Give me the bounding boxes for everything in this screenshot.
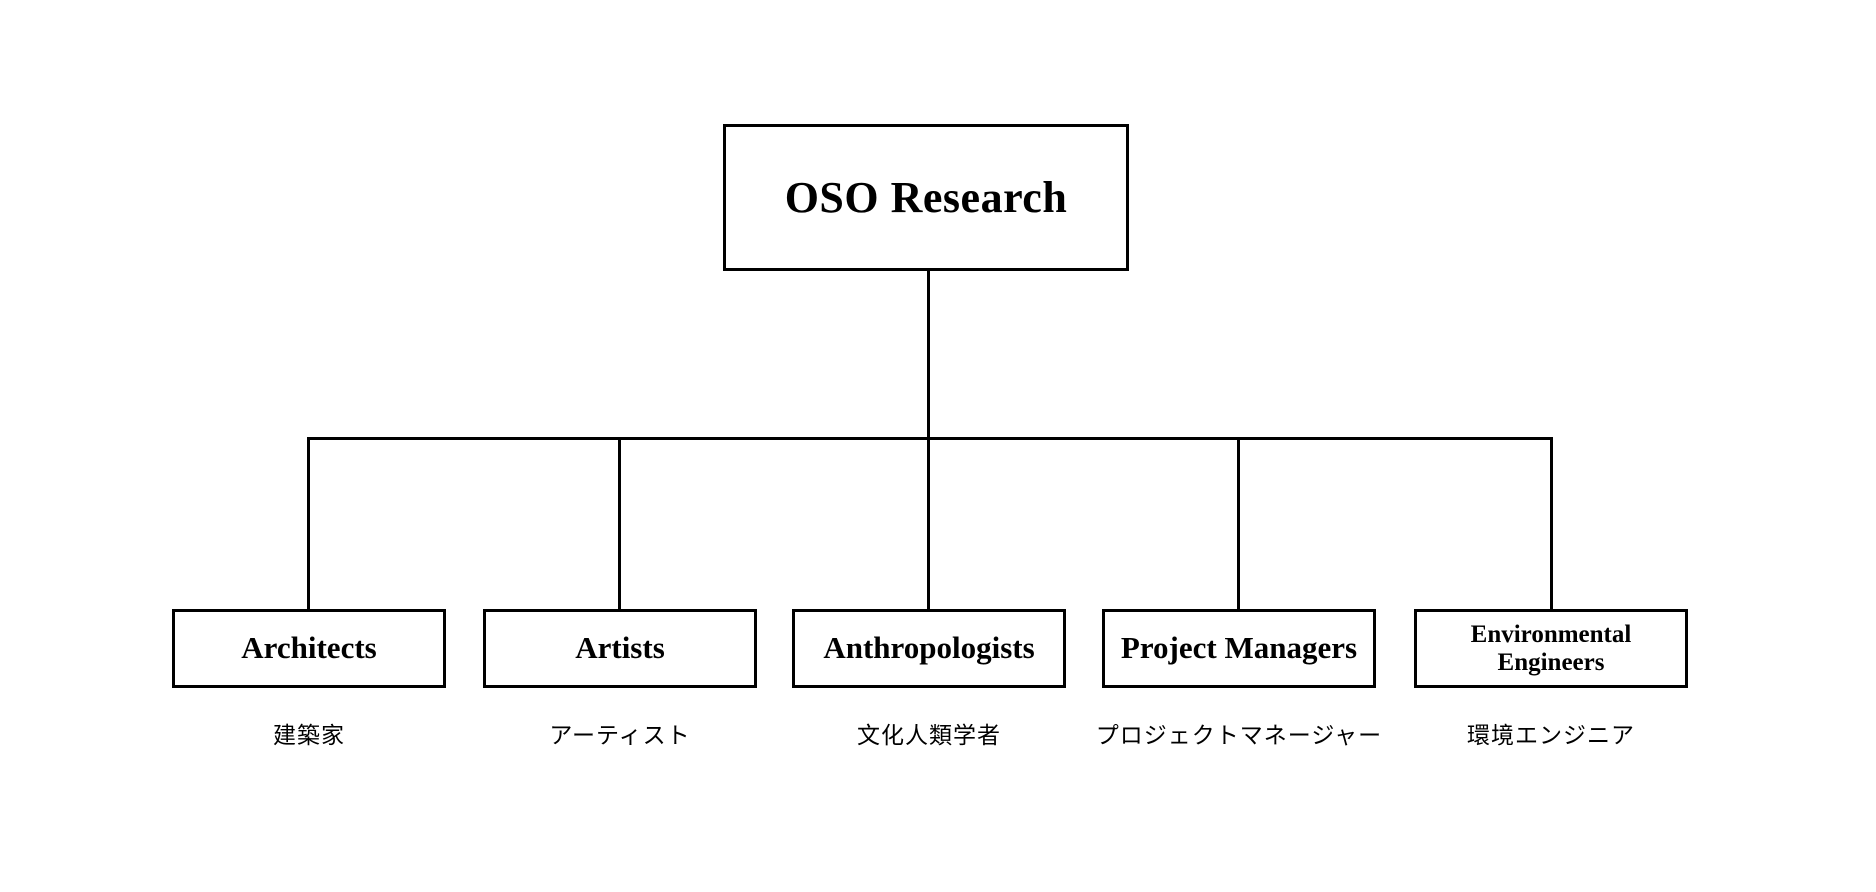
connector-drop-anthropologists <box>927 437 930 609</box>
org-child-label-anthropologists: Anthropologists <box>823 630 1035 666</box>
org-child-caption-project-managers: プロジェクトマネージャー <box>1095 723 1383 748</box>
org-child-box-anthropologists: Anthropologists <box>792 609 1066 688</box>
org-child-box-architects: Architects <box>172 609 446 688</box>
org-child-box-artists: Artists <box>483 609 757 688</box>
org-root-label: OSO Research <box>784 173 1068 222</box>
connector-drop-architects <box>307 437 310 609</box>
org-child-label-architects: Architects <box>241 630 377 666</box>
connector-horizontal <box>307 437 1553 440</box>
org-child-label-environmental-engineers: Environmental Engineers <box>1470 620 1632 676</box>
org-child-caption-architects: 建築家 <box>273 723 345 748</box>
org-child-caption-environmental-engineers: 環境エンジニア <box>1467 723 1635 748</box>
org-root-box: OSO Research <box>723 124 1129 271</box>
org-child-label-artists: Artists <box>575 630 665 666</box>
org-child-caption-anthropologists: 文化人類学者 <box>857 723 1001 748</box>
connector-drop-environmental-engineers <box>1550 437 1553 609</box>
org-child-caption-artists: アーティスト <box>549 723 691 748</box>
org-child-box-project-managers: Project Managers <box>1102 609 1376 688</box>
connector-drop-artists <box>618 437 621 609</box>
connector-root-stem <box>927 271 930 438</box>
org-child-box-environmental-engineers: Environmental Engineers <box>1414 609 1688 688</box>
org-child-label-project-managers: Project Managers <box>1120 630 1358 666</box>
connector-drop-project-managers <box>1237 437 1240 609</box>
